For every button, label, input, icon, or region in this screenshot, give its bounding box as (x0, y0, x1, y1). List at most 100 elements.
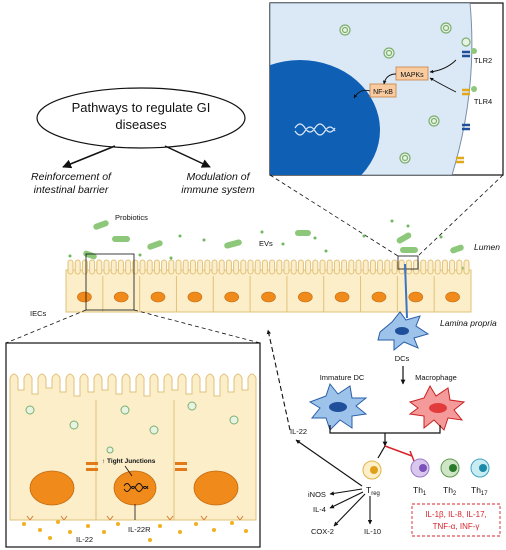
barrier-label-line1: Reinforcement of (31, 171, 112, 183)
pathways-title-line2: diseases (115, 117, 167, 132)
dna-icon (294, 123, 336, 136)
zoom-line-left (269, 174, 399, 257)
arrow-mapks-to-nfkb (382, 73, 397, 85)
barrier-label-line2: intestinal barrier (34, 184, 109, 196)
zoom-line-bottom-left (5, 309, 87, 344)
cell-signaling-inset: TLR2 TLR4 MAPKs NF-κB (269, 2, 504, 176)
vesicle-group (339, 22, 471, 164)
nfkb-label: NF-κB (373, 89, 393, 96)
microvillus (269, 259, 276, 275)
th17-sub: 17 (481, 491, 488, 497)
tight-junctions-label: ↑ Tight Junctions (102, 458, 156, 465)
lamina-propria-label: Lamina propria (440, 318, 497, 328)
il22-dots (22, 520, 248, 542)
microvillus (254, 259, 261, 275)
iec-nucleus (77, 291, 92, 303)
th1-sub: 1 (423, 491, 427, 497)
il22-label: IL-22 (290, 427, 307, 436)
pathways-group: Pathways to regulate GI diseases Reinfor… (31, 87, 255, 196)
microvillus (189, 259, 196, 275)
microvillus (225, 259, 232, 275)
microvillus (305, 259, 312, 275)
microvillus (377, 259, 384, 275)
cytokines-line1: IL-1β, IL-8, IL-17, (425, 510, 487, 519)
tlr2-receptor-icon (462, 48, 477, 58)
zoom-line-bottom-right (133, 309, 261, 344)
iec-nucleus (224, 291, 239, 303)
dashed-arrow-il22-to-epithelium (266, 329, 291, 431)
microvillus (369, 259, 376, 275)
microvillus (197, 259, 204, 275)
microvillus (81, 259, 88, 275)
iec-nucleus (445, 291, 460, 303)
iecs-label: IECs (30, 309, 47, 318)
treg-cell (362, 460, 382, 480)
microvillus (434, 259, 441, 275)
immature-dc-cell (308, 382, 368, 431)
microvillus (74, 259, 81, 275)
microvillus (405, 259, 412, 275)
microvillus (96, 259, 103, 275)
iec-nuclei (77, 291, 460, 303)
microvillus (297, 259, 304, 275)
cytokines-line2: TNF-α, INF-γ (433, 522, 480, 531)
probiotics-label: Probiotics (115, 213, 148, 222)
zoom-line-right (417, 174, 504, 257)
arrow-treg-to-il22 (295, 439, 363, 487)
tlr4-label: TLR4 (474, 97, 492, 106)
arrow-nfkb-to-nucleus (353, 89, 371, 99)
microvillus (175, 259, 182, 275)
iec-nucleus (334, 291, 350, 303)
lumen-label: Lumen (474, 242, 500, 252)
microvillus (326, 259, 333, 275)
microvillus (384, 259, 391, 275)
arrow-treg-to-inos (329, 488, 363, 496)
iec-nucleus (371, 291, 387, 303)
bracket-branch-treg (377, 445, 386, 459)
microvillus (67, 259, 74, 275)
arrow-tlr4-to-mapks (429, 77, 457, 93)
inset-nucleus-left (29, 470, 75, 506)
th1-main: Th (413, 485, 423, 495)
epithelium-inset: ↑ Tight Junctions IL-22R IL-22 (5, 342, 261, 548)
microvillus (110, 259, 117, 275)
il22r-label: IL-22R (128, 525, 151, 534)
il4-label: IL-4 (313, 505, 326, 514)
inset-vesicles (25, 401, 239, 454)
pointer-tight-junction (124, 465, 133, 477)
arrow-treg-to-cox2 (333, 493, 366, 527)
th2-sub: 2 (453, 491, 457, 497)
microvillus (261, 259, 268, 275)
tight-junction-icon-right (175, 462, 187, 471)
probiotics-group (83, 220, 464, 260)
epithelium (65, 259, 472, 313)
microvillus (89, 259, 96, 275)
iec-nucleus (408, 291, 424, 303)
microvillus (398, 259, 405, 275)
il10-label: IL-10 (364, 527, 381, 536)
th17-label: Th17 (471, 485, 488, 497)
microvillus (427, 259, 434, 275)
epithelium-zoom-box (85, 253, 135, 311)
dcs-label: DCs (395, 354, 410, 363)
microvillus (355, 259, 362, 275)
microvillus (233, 259, 240, 275)
microvillus (312, 259, 319, 275)
microvillus (146, 259, 153, 275)
tight-junction-icon-left (86, 462, 98, 471)
iec-nucleus (187, 291, 203, 303)
iec-nucleus (150, 291, 166, 303)
microvillus (420, 259, 427, 275)
mapks-label: MAPKs (400, 72, 424, 79)
receptor-icon-blue (462, 123, 470, 131)
microvillus (182, 259, 189, 275)
iec-nucleus (113, 291, 129, 303)
mapks-box (395, 66, 429, 81)
microvillus (290, 259, 297, 275)
microvillus (463, 259, 470, 275)
microvillus (153, 259, 160, 275)
macrophage-cell (408, 384, 466, 431)
microvillus (168, 259, 175, 275)
macrophage-label: Macrophage (415, 373, 457, 382)
microvillus (218, 259, 225, 275)
